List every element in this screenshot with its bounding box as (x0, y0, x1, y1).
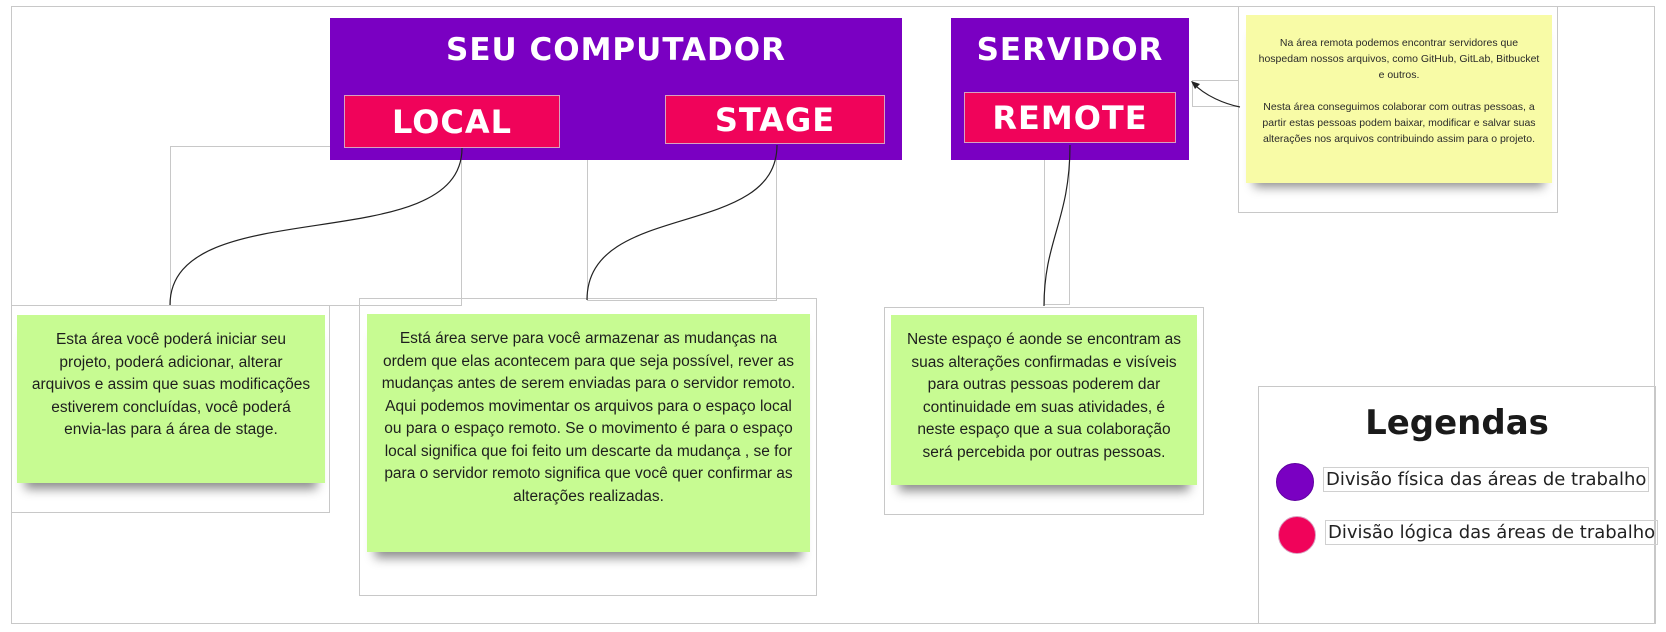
legend-logical-label: Divisão lógica das áreas de trabalho (1325, 520, 1659, 545)
legend-logical-swatch (1278, 516, 1316, 554)
arrowhead-server (1191, 81, 1200, 89)
connector-remote (1043, 144, 1071, 307)
server-area-title: SERVIDOR (976, 32, 1164, 68)
remote-area: REMOTE (964, 92, 1176, 143)
legend-title: Legendas (1365, 403, 1549, 443)
legend-physical-label: Divisão física das áreas de trabalho (1323, 467, 1650, 492)
note-stage: Está área serve para você armazenar as m… (367, 314, 810, 552)
note-server: Na área remota podemos encontrar servido… (1246, 15, 1552, 183)
note-frame-remote (884, 307, 1204, 515)
note-frame-local (11, 305, 330, 513)
note-frame-stage (359, 298, 817, 596)
connector-stage (586, 144, 778, 301)
computer-area-title: SEU COMPUTADOR (446, 32, 786, 68)
connector-server-note (1192, 82, 1241, 108)
connector-local (169, 147, 463, 306)
note-remote: Neste espaço é aonde se encontram as sua… (891, 315, 1197, 485)
local-area: LOCAL (344, 95, 560, 148)
legend-physical-swatch (1276, 463, 1314, 501)
note-local: Esta área você poderá iniciar seu projet… (17, 315, 325, 483)
stage-area: STAGE (665, 95, 885, 144)
note-frame-server (1238, 6, 1558, 213)
legend-panel: Legendas Divisão física das áreas de tra… (1258, 386, 1659, 624)
